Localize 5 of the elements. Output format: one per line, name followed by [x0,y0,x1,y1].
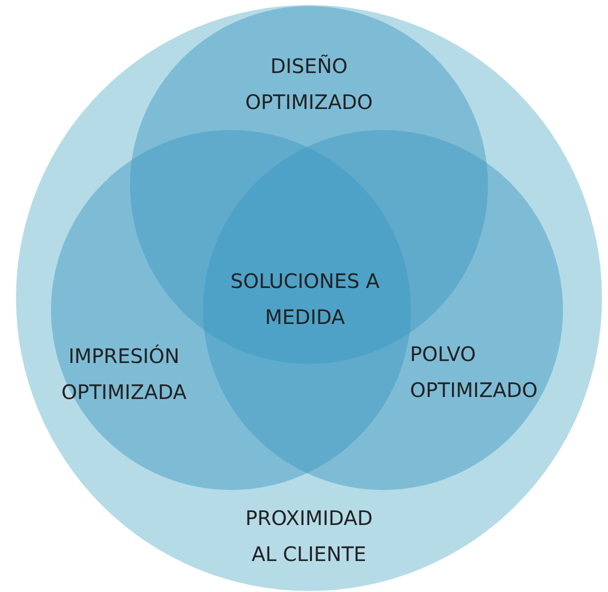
circle-label: IMPRESIÓN OPTIMIZADA [60,343,188,406]
circle-label: POLVO OPTIMIZADO [410,341,539,404]
center-label: SOLUCIONES A MEDIDA [229,268,381,331]
circle-label: PROXIMIDAD AL CLIENTE [244,505,374,568]
circle-label: DISEÑO OPTIMIZADO [244,53,374,116]
